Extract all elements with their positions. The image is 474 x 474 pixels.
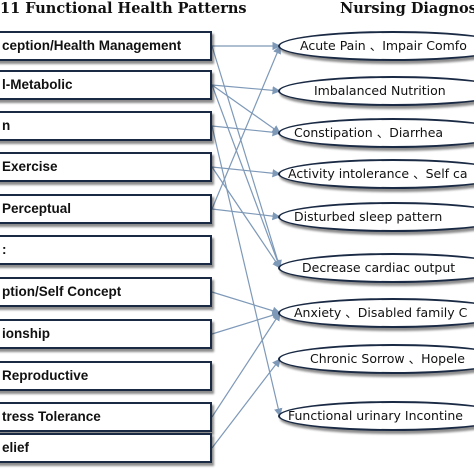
connector-arrow <box>211 311 281 335</box>
diagnosis-ellipse: Activity intolerance 、Self ca <box>278 159 474 189</box>
connector-arrow <box>211 125 283 417</box>
diagnosis-label: Constipation 、Diarrhea <box>294 125 444 140</box>
connector-arrow <box>211 45 282 269</box>
diagnosis-ellipse: Functional urinary Incontine <box>278 401 474 431</box>
pattern-label: Exercise <box>2 159 58 174</box>
pattern-box: : <box>0 235 212 265</box>
pattern-box: ionship <box>0 319 212 349</box>
pattern-label: l-Metabolic <box>2 77 73 92</box>
diagnosis-label: Acute Pain 、Impair Comfo <box>300 38 467 53</box>
pattern-label: tress Tolerance <box>2 409 101 424</box>
connector-arrow <box>211 312 281 418</box>
connector-arrow <box>211 84 281 95</box>
diagnosis-ellipse: Constipation 、Diarrhea <box>278 118 474 148</box>
diagnosis-ellipse: Anxiety 、Disabled family C <box>278 298 474 328</box>
pattern-label: Perceptual <box>2 201 72 216</box>
diagnosis-ellipse: Acute Pain 、Impair Comfo <box>278 31 474 61</box>
diagnosis-heading: Nursing Diagnosis <box>340 0 474 17</box>
pattern-box: ption/Self Concept <box>0 277 212 307</box>
diagnosis-label: Activity intolerance 、Self ca <box>288 166 468 181</box>
pattern-label: n <box>2 118 11 133</box>
pattern-box: Perceptual <box>0 194 212 224</box>
connector-arrow <box>211 84 281 134</box>
diagnosis-ellipse: Chronic Sorrow 、Hopele <box>278 344 474 374</box>
patterns-heading: 11 Functional Health Patterns <box>0 0 247 17</box>
pattern-box: ception/Health Management <box>0 31 212 61</box>
diagnosis-ellipse: Disturbed sleep pattern <box>278 202 474 232</box>
pattern-box: Reproductive <box>0 361 212 391</box>
diagnosis-label: Functional urinary Incontine <box>288 408 463 423</box>
diagnosis-label: Decrease cardiac output <box>302 260 456 275</box>
pattern-box: Exercise <box>0 152 212 182</box>
diagnosis-label: Anxiety 、Disabled family C <box>294 305 468 320</box>
connector-arrow <box>211 208 281 221</box>
connector-arrow <box>211 166 281 178</box>
pattern-label: : <box>2 242 7 257</box>
pattern-box: n <box>0 111 212 141</box>
pattern-label: elief <box>2 440 30 455</box>
pattern-label: ception/Health Management <box>2 38 182 53</box>
diagnosis-ellipse: Decrease cardiac output <box>278 253 474 283</box>
pattern-box: tress Tolerance <box>0 402 212 432</box>
connector-arrow <box>211 125 281 137</box>
diagnosis-label: Imbalanced Nutrition <box>314 83 446 98</box>
pattern-label: ionship <box>2 326 50 341</box>
connector-arrow <box>211 84 282 269</box>
connector-arrow <box>211 45 281 210</box>
connector-arrow <box>211 291 281 315</box>
diagnosis-ellipse: Imbalanced Nutrition <box>278 76 474 106</box>
pattern-label: Reproductive <box>2 368 89 383</box>
diagnosis-label: Chronic Sorrow 、Hopele <box>310 351 465 366</box>
diagnosis-label: Disturbed sleep pattern <box>294 209 443 224</box>
pattern-box: elief <box>0 433 212 463</box>
pattern-box: l-Metabolic <box>0 70 212 100</box>
connector-arrow <box>211 166 281 269</box>
pattern-label: ption/Self Concept <box>2 284 122 299</box>
connector-arrow <box>211 358 281 449</box>
